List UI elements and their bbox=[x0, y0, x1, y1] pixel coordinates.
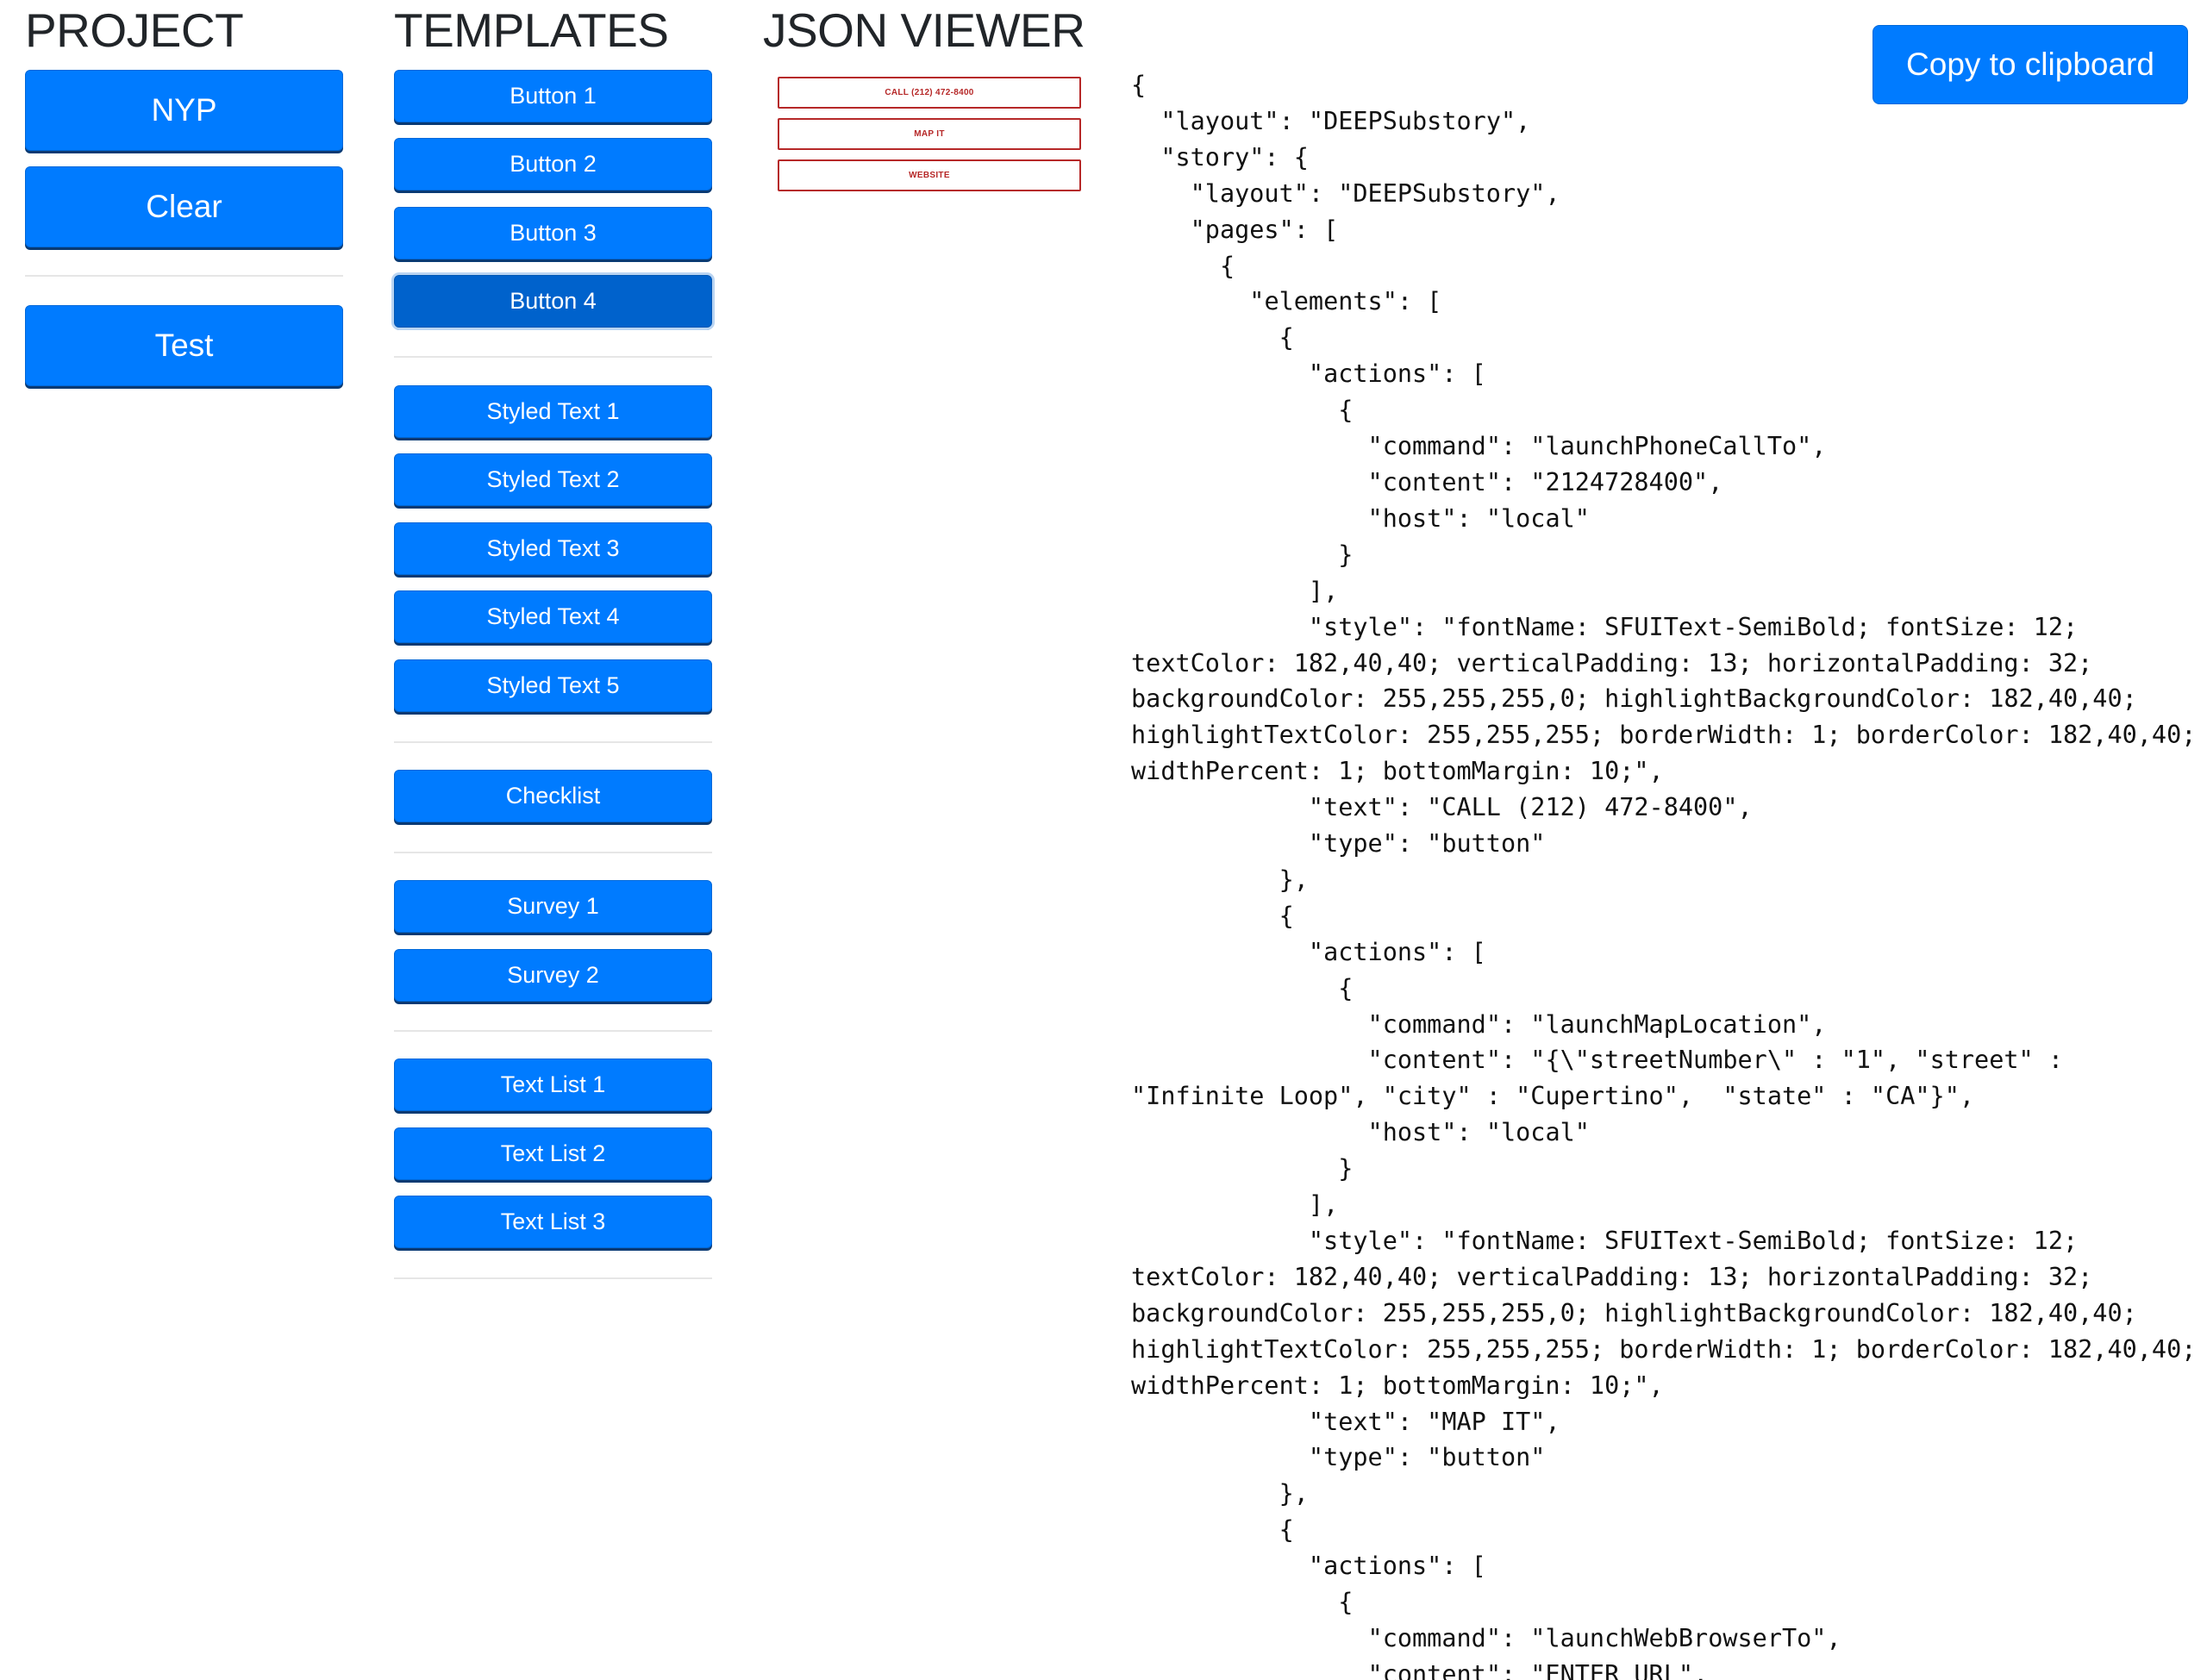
template-styled-text-2[interactable]: Styled Text 2 bbox=[394, 453, 712, 506]
template-text-list-1[interactable]: Text List 1 bbox=[394, 1059, 712, 1111]
json-viewer-heading: JSON VIEWER bbox=[763, 3, 1085, 57]
test-button[interactable]: Test bbox=[25, 305, 343, 386]
templates-divider-5 bbox=[394, 1277, 712, 1279]
templates-divider-3 bbox=[394, 852, 712, 853]
templates-heading: TEMPLATES bbox=[394, 3, 669, 57]
template-button-1[interactable]: Button 1 bbox=[394, 70, 712, 122]
template-styled-text-1[interactable]: Styled Text 1 bbox=[394, 385, 712, 438]
project-divider bbox=[25, 275, 343, 277]
template-text-list-3[interactable]: Text List 3 bbox=[394, 1196, 712, 1248]
clear-button[interactable]: Clear bbox=[25, 166, 343, 247]
copy-to-clipboard-button[interactable]: Copy to clipboard bbox=[1873, 25, 2188, 104]
template-checklist[interactable]: Checklist bbox=[394, 770, 712, 822]
preview-call-button[interactable]: CALL (212) 472-8400 bbox=[778, 77, 1081, 109]
template-button-4[interactable]: Button 4 bbox=[394, 275, 712, 328]
templates-divider-4 bbox=[394, 1030, 712, 1032]
template-styled-text-4[interactable]: Styled Text 4 bbox=[394, 590, 712, 643]
nyp-button[interactable]: NYP bbox=[25, 70, 343, 151]
template-survey-1[interactable]: Survey 1 bbox=[394, 880, 712, 933]
template-survey-2[interactable]: Survey 2 bbox=[394, 949, 712, 1002]
project-heading: PROJECT bbox=[25, 3, 244, 57]
template-styled-text-3[interactable]: Styled Text 3 bbox=[394, 522, 712, 575]
template-styled-text-5[interactable]: Styled Text 5 bbox=[394, 659, 712, 712]
json-viewer-text: { "layout": "DEEPSubstory", "story": { "… bbox=[1131, 71, 2197, 1680]
template-text-list-2[interactable]: Text List 2 bbox=[394, 1127, 712, 1180]
templates-divider-2 bbox=[394, 741, 712, 743]
preview-map-button[interactable]: MAP IT bbox=[778, 118, 1081, 150]
template-button-3[interactable]: Button 3 bbox=[394, 207, 712, 259]
template-button-2[interactable]: Button 2 bbox=[394, 138, 712, 190]
preview-website-button[interactable]: WEBSITE bbox=[778, 159, 1081, 191]
templates-divider-1 bbox=[394, 356, 712, 358]
